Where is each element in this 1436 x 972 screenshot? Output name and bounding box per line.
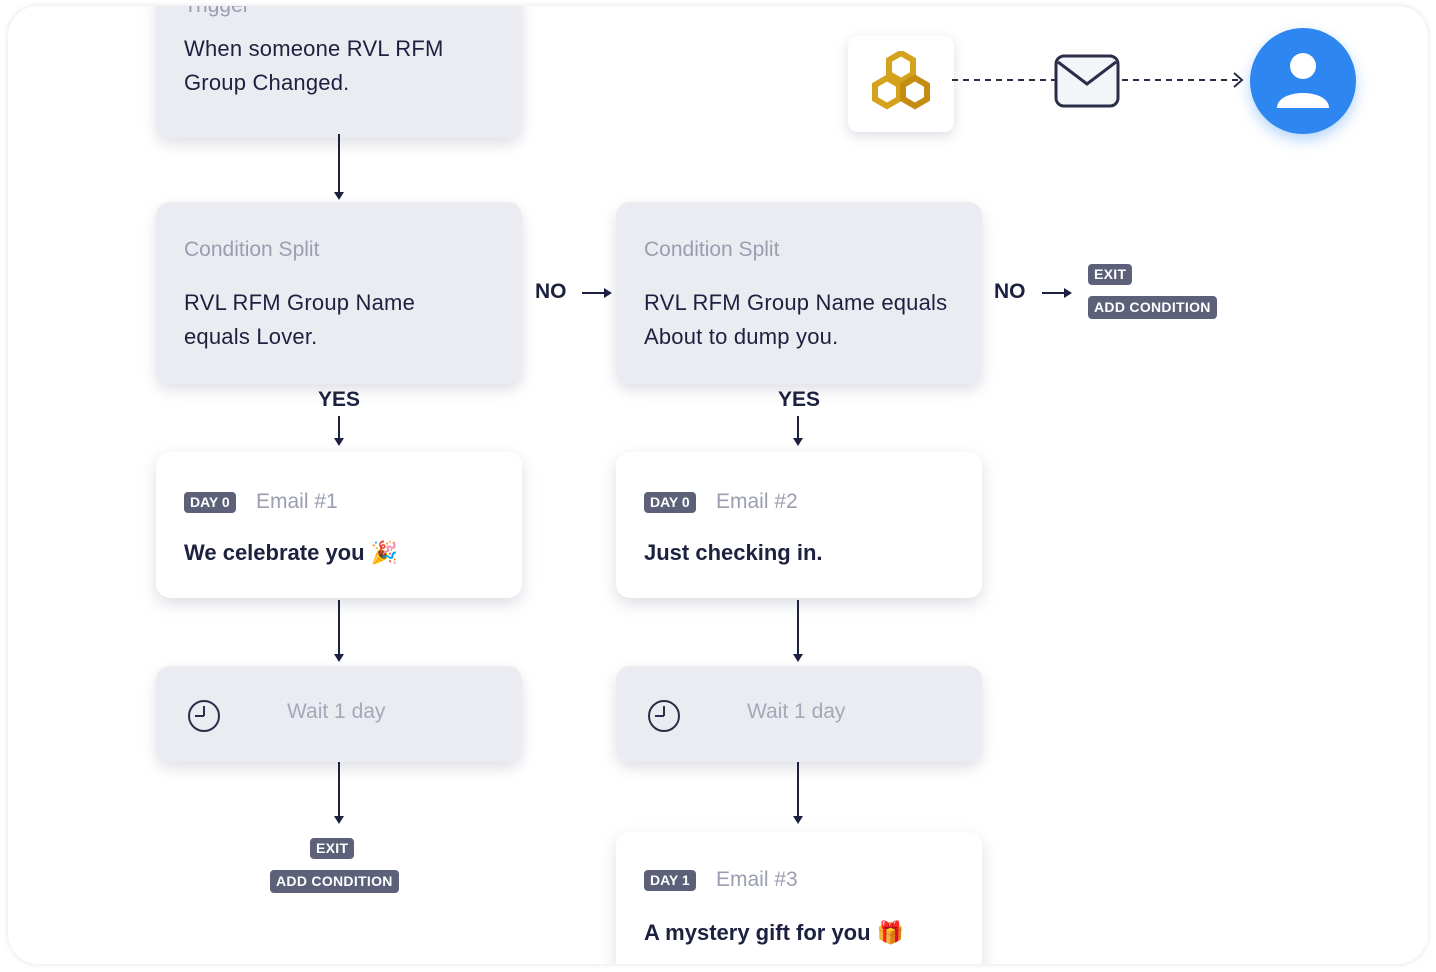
email-label: Email #1 <box>256 490 338 513</box>
wait-card[interactable]: Wait 1 day <box>616 666 982 762</box>
condition-text: RVL RFM Group Name equals Lover. <box>184 290 416 349</box>
trigger-label: Trigger <box>184 6 250 18</box>
condition-split-label: Condition Split <box>644 238 780 261</box>
day-badge: DAY 0 <box>644 492 696 513</box>
day-badge: DAY 0 <box>184 492 236 513</box>
no-arrow-line <box>1042 292 1064 294</box>
clock-icon <box>648 700 680 732</box>
connector-line <box>338 600 340 656</box>
arrow-right-icon <box>1064 288 1072 298</box>
condition-split-card[interactable]: Condition Split RVL RFM Group Name equal… <box>616 202 982 384</box>
envelope-icon <box>1054 54 1120 108</box>
wait-text: Wait 1 day <box>747 700 846 723</box>
connector-line <box>338 134 340 194</box>
arrow-down-icon <box>334 192 344 200</box>
yes-branch-label: YES <box>778 388 821 411</box>
connector-line <box>338 416 340 440</box>
email-card[interactable]: DAY 1 Email #3 A mystery gift for you 🎁 <box>616 832 982 964</box>
exit-badge[interactable]: EXIT <box>310 838 355 859</box>
arrow-right-icon <box>604 288 612 298</box>
arrow-down-icon <box>793 438 803 446</box>
trigger-card[interactable]: Trigger When someone RVL RFM Group Chang… <box>156 6 522 138</box>
email-subject: Just checking in. <box>644 540 823 565</box>
no-branch-label: NO <box>994 280 1026 303</box>
email-card[interactable]: DAY 0 Email #2 Just checking in. <box>616 452 982 598</box>
arrow-down-icon <box>793 654 803 662</box>
exit-badge[interactable]: EXIT <box>1088 264 1133 285</box>
yes-branch-label: YES <box>318 388 361 411</box>
brand-logo-card <box>848 36 954 132</box>
trigger-text: When someone RVL RFM Group Changed. <box>184 36 444 95</box>
condition-text: RVL RFM Group Name equals About to dump … <box>644 290 948 349</box>
connector-line <box>338 762 340 818</box>
add-condition-button[interactable]: ADD CONDITION <box>270 870 399 893</box>
arrow-down-icon <box>334 816 344 824</box>
connector-line <box>797 416 799 440</box>
email-subject: A mystery gift for you 🎁 <box>644 920 905 945</box>
user-avatar-icon <box>1250 28 1356 134</box>
connector-line <box>797 762 799 818</box>
email-subject: We celebrate you 🎉 <box>184 540 399 565</box>
email-card[interactable]: DAY 0 Email #1 We celebrate you 🎉 <box>156 452 522 598</box>
connector-line <box>797 600 799 656</box>
clock-icon <box>188 700 220 732</box>
arrow-down-icon <box>334 654 344 662</box>
add-condition-button[interactable]: ADD CONDITION <box>1088 296 1217 319</box>
dashed-connector <box>952 72 1244 88</box>
wait-text: Wait 1 day <box>287 700 386 723</box>
wait-card[interactable]: Wait 1 day <box>156 666 522 762</box>
honeycomb-logo-icon <box>872 51 930 110</box>
no-arrow-line <box>582 292 604 294</box>
flow-canvas: Trigger When someone RVL RFM Group Chang… <box>8 6 1428 964</box>
arrow-down-icon <box>334 438 344 446</box>
arrow-down-icon <box>793 816 803 824</box>
email-label: Email #2 <box>716 490 798 513</box>
no-branch-label: NO <box>535 280 567 303</box>
condition-split-card[interactable]: Condition Split RVL RFM Group Name equal… <box>156 202 522 384</box>
day-badge: DAY 1 <box>644 870 696 891</box>
email-label: Email #3 <box>716 868 798 891</box>
condition-split-label: Condition Split <box>184 238 320 261</box>
